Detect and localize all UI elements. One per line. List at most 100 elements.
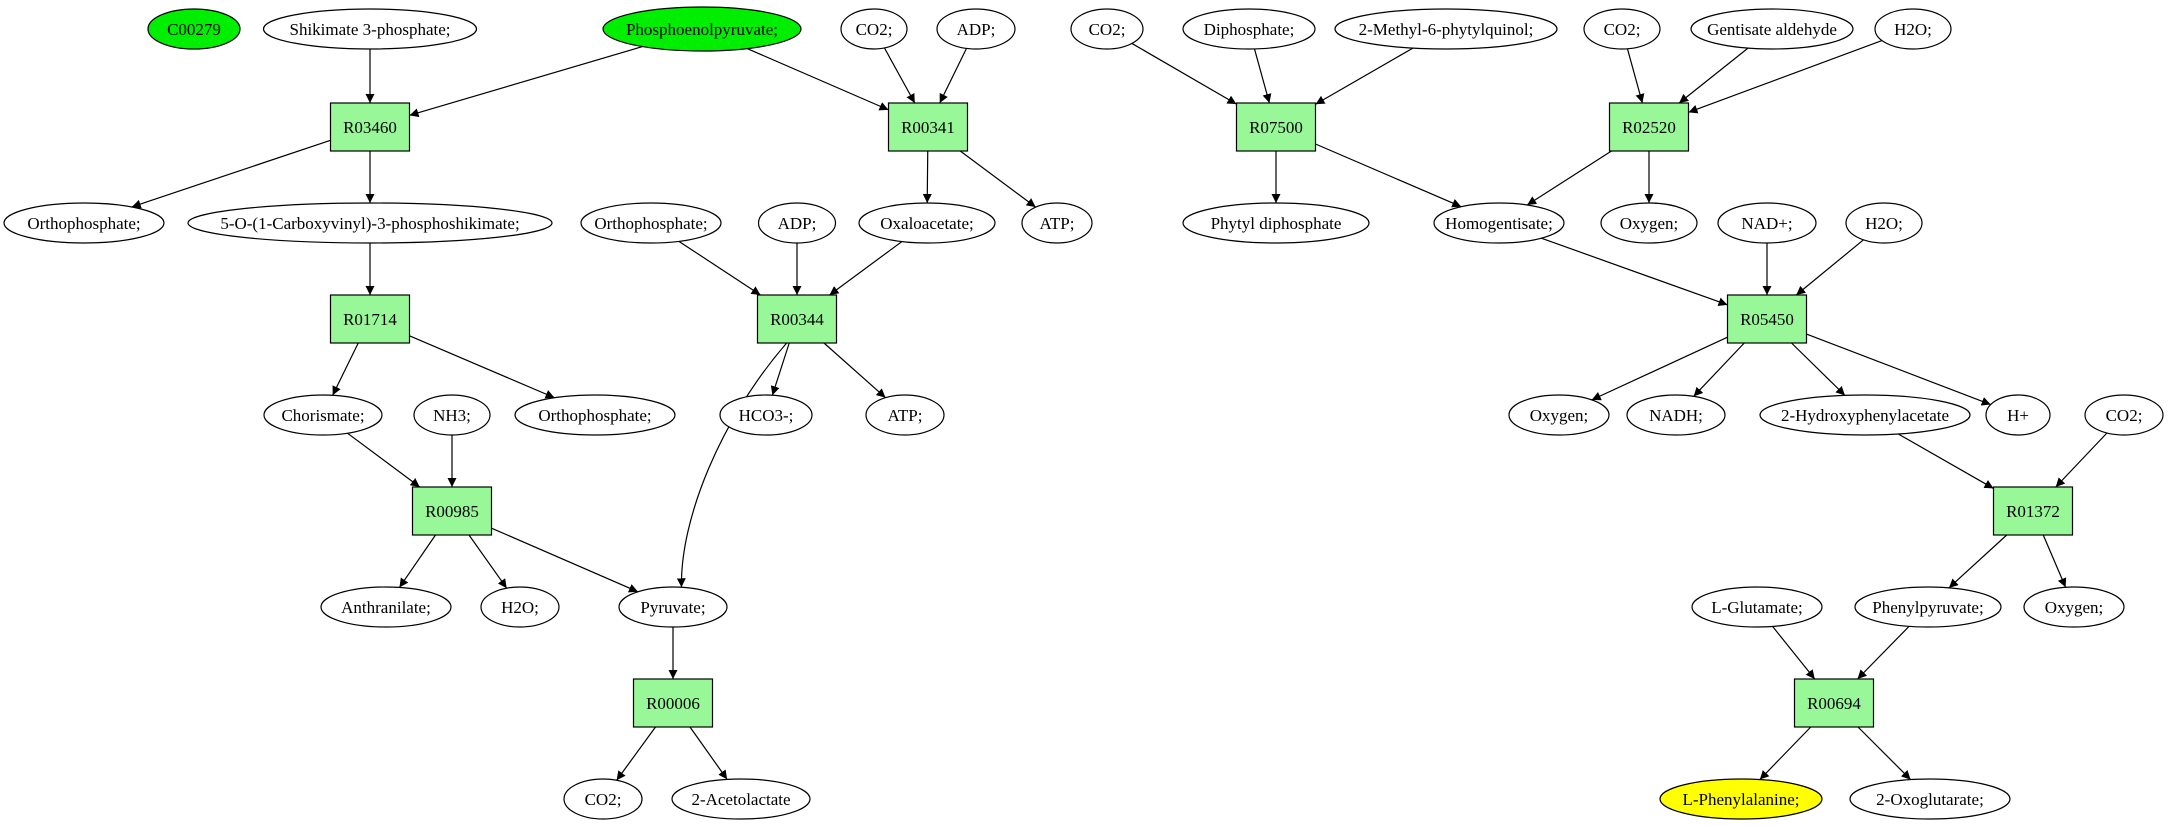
node-label: Orthophosphate;: [538, 406, 651, 425]
edge-R01372-to-phenylpyr: [1948, 534, 2008, 589]
reaction-node-r00985[interactable]: R00985: [411, 486, 493, 536]
compound-node-co2-e[interactable]: CO2;: [2084, 394, 2164, 436]
compound-node-adp-a[interactable]: ADP;: [936, 8, 1016, 50]
compound-node-mpq[interactable]: 2-Methyl-6-phytylquinol;: [1334, 8, 1558, 50]
reaction-node-r01714[interactable]: R01714: [329, 294, 411, 344]
compound-node-atp-b[interactable]: ATP;: [865, 394, 945, 436]
compound-node-c00279[interactable]: C00279: [147, 8, 241, 50]
compound-node-orthop-c[interactable]: Orthophosphate;: [514, 394, 676, 436]
compound-node-nh3[interactable]: NH3;: [413, 394, 491, 436]
compound-node-co2-b[interactable]: CO2;: [563, 778, 643, 820]
reaction-node-r03460[interactable]: R03460: [329, 102, 411, 152]
compound-node-oxygen-c[interactable]: Oxygen;: [2023, 586, 2125, 628]
compound-node-orthop-b[interactable]: Orthophosphate;: [580, 202, 722, 244]
compound-node-chorismate[interactable]: Chorismate;: [263, 394, 383, 436]
compound-node-orthop-a[interactable]: Orthophosphate;: [3, 202, 165, 244]
compound-node-co2-c[interactable]: CO2;: [1070, 8, 1144, 50]
compound-node-h2o-b[interactable]: H2O;: [1874, 8, 1952, 50]
node-label: CO2;: [585, 790, 622, 809]
node-label: Oxygen;: [1620, 214, 1679, 233]
node-label: Phytyl diphosphate: [1211, 214, 1342, 233]
reaction-node-r05450[interactable]: R05450: [1726, 294, 1808, 344]
compound-ellipse: [1690, 8, 1854, 50]
compound-ellipse: [1508, 394, 1610, 436]
reaction-node-r02520[interactable]: R02520: [1608, 102, 1690, 152]
compound-node-lphe[interactable]: L-Phenylalanine;: [1659, 778, 1823, 820]
compound-node-homogentisate[interactable]: Homogentisate;: [1433, 202, 1565, 244]
compound-node-hplus[interactable]: H+: [1985, 394, 2051, 436]
node-label: Chorismate;: [281, 406, 364, 425]
node-label: C00279: [167, 20, 221, 39]
node-label: ATP;: [1040, 214, 1075, 233]
compound-node-hpa[interactable]: 2-Hydroxyphenylacetate: [1759, 394, 1971, 436]
compound-ellipse: [3, 202, 165, 244]
compound-node-co2-d[interactable]: CO2;: [1583, 8, 1661, 50]
compound-ellipse: [936, 8, 1016, 50]
node-label: Homogentisate;: [1445, 214, 1553, 233]
reaction-node-r00344[interactable]: R00344: [756, 294, 838, 344]
edge-R00006-to-co2_b: [616, 726, 656, 781]
node-label: HCO3-;: [739, 406, 794, 425]
compound-node-shik3p[interactable]: Shikimate 3-phosphate;: [262, 8, 478, 50]
reaction-node-r00006[interactable]: R00006: [632, 678, 714, 728]
node-label: R02520: [1622, 118, 1676, 137]
compound-ellipse: [1759, 394, 1971, 436]
compound-ellipse: [1021, 202, 1093, 244]
compound-node-h2o-a[interactable]: H2O;: [480, 586, 560, 628]
edge-h2o_b-to-R02520: [1688, 39, 1883, 114]
compound-node-lglu[interactable]: L-Glutamate;: [1691, 586, 1823, 628]
reaction-box: [329, 102, 411, 152]
compound-node-pyruvate[interactable]: Pyruvate;: [618, 586, 728, 628]
compound-node-epsp[interactable]: 5-O-(1-Carboxyvinyl)-3-phosphoshikimate;: [187, 202, 553, 244]
compound-node-hco3[interactable]: HCO3-;: [719, 394, 813, 436]
reaction-node-r00341[interactable]: R00341: [887, 102, 969, 152]
reaction-node-r07500[interactable]: R07500: [1235, 102, 1317, 152]
edge-R00344-to-atp_b: [823, 342, 886, 399]
node-label: 5-O-(1-Carboxyvinyl)-3-phosphoshikimate;: [220, 214, 519, 233]
compound-ellipse: [1583, 8, 1661, 50]
compound-node-oxygen-b[interactable]: Oxygen;: [1508, 394, 1610, 436]
compound-node-anthranilate[interactable]: Anthranilate;: [320, 586, 452, 628]
compound-node-diphosphate[interactable]: Diphosphate;: [1182, 8, 1316, 50]
node-label: R00694: [1807, 694, 1861, 713]
node-label: NH3;: [433, 406, 471, 425]
reaction-box: [756, 294, 838, 344]
edge-gentisald-to-R02520: [1678, 47, 1749, 104]
compound-node-nadp[interactable]: NAD+;: [1717, 202, 1817, 244]
node-label: R01714: [343, 310, 397, 329]
edge-R02520-to-homogentisate: [1526, 150, 1612, 206]
edge-hpa-to-R01372: [1897, 433, 1994, 489]
compound-ellipse: [580, 202, 722, 244]
edge-R00341-to-oxaloacetate: [922, 150, 932, 204]
compound-node-nadh[interactable]: NADH;: [1626, 394, 1726, 436]
compound-ellipse: [1433, 202, 1565, 244]
compound-node-co2-a[interactable]: CO2;: [840, 8, 908, 50]
compound-node-atp-a[interactable]: ATP;: [1021, 202, 1093, 244]
compound-ellipse: [1626, 394, 1726, 436]
edge-pep-to-R03460: [409, 46, 643, 118]
node-label: H2O;: [1894, 20, 1932, 39]
reaction-node-r01372[interactable]: R01372: [1992, 486, 2074, 536]
compound-node-adp-b[interactable]: ADP;: [757, 202, 837, 244]
compound-ellipse: [320, 586, 452, 628]
compound-ellipse: [1070, 8, 1144, 50]
compound-node-pep[interactable]: Phosphoenolpyruvate;: [602, 6, 802, 52]
compound-node-h2o-c[interactable]: H2O;: [1845, 202, 1923, 244]
compound-node-acetolactate[interactable]: 2-Acetolactate: [671, 778, 811, 820]
edge-h2o_c-to-R05450: [1795, 239, 1864, 296]
reaction-box: [411, 486, 493, 536]
node-label: H+: [2007, 406, 2029, 425]
edge-R05450-to-oxygen_b: [1591, 336, 1728, 401]
reaction-box: [887, 102, 969, 152]
edge-R01714-to-orthop_c: [409, 335, 555, 399]
reaction-node-r00694[interactable]: R00694: [1793, 678, 1875, 728]
compound-node-phytyldp[interactable]: Phytyl diphosphate: [1182, 202, 1370, 244]
compound-node-oxaloacetate[interactable]: Oxaloacetate;: [858, 202, 996, 244]
compound-ellipse: [719, 394, 813, 436]
compound-node-gentisald[interactable]: Gentisate aldehyde: [1690, 8, 1854, 50]
node-label: Oxygen;: [2045, 598, 2104, 617]
compound-node-phenylpyr[interactable]: Phenylpyruvate;: [1854, 586, 2002, 628]
compound-node-oxoglut[interactable]: 2-Oxoglutarate;: [1849, 778, 2011, 820]
compound-node-oxygen-a[interactable]: Oxygen;: [1600, 202, 1698, 244]
